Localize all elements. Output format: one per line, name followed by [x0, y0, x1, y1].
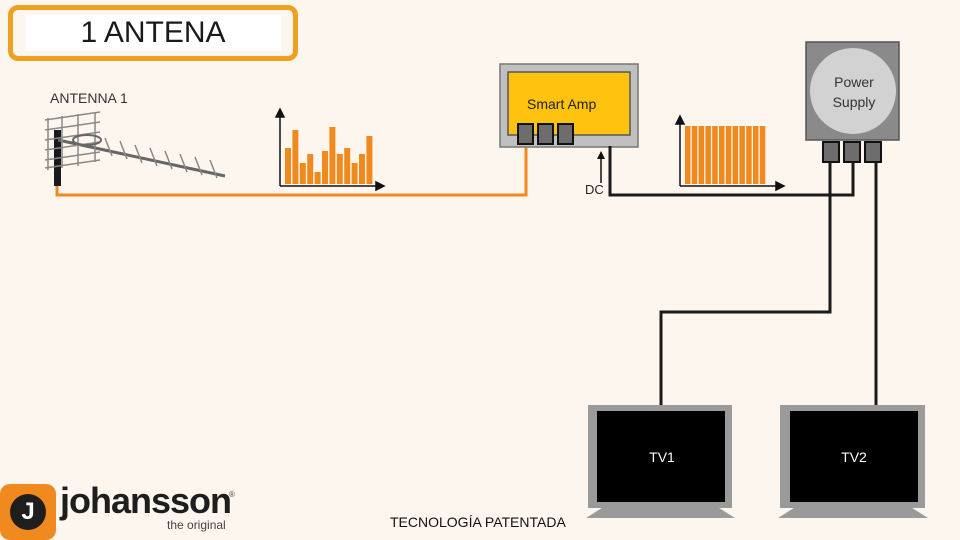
brand-registered-mark: ®	[229, 490, 235, 499]
smart-amp-label: Smart Amp	[527, 96, 597, 112]
antenna-cable	[55, 146, 528, 197]
output-spectrum-bar	[759, 126, 766, 184]
output-spectrum	[685, 126, 766, 184]
input-spectrum-bar	[351, 163, 358, 184]
amp-port-1	[517, 123, 534, 145]
psu-port-1	[822, 141, 840, 163]
dc-cable	[608, 146, 855, 197]
psu-port-2	[843, 141, 861, 163]
input-spectrum-bar	[292, 130, 299, 184]
tv2-label: TV2	[841, 449, 867, 465]
input-spectrum-bar	[285, 148, 291, 184]
smart-amp	[499, 63, 639, 148]
input-spectrum-axes	[274, 107, 386, 192]
antenna-icon	[44, 111, 226, 186]
input-spectrum-bar	[299, 163, 306, 184]
brand-tagline: the original	[167, 518, 226, 532]
input-spectrum-bar	[307, 154, 314, 184]
output-spectrum-bar	[712, 126, 718, 184]
brand-name: johansson	[60, 480, 232, 521]
patent-label: TECNOLOGÍA PATENTADA	[390, 514, 566, 530]
output-spectrum-bar	[739, 126, 745, 184]
output-spectrum-axes	[674, 114, 786, 192]
brand-logo: J	[0, 484, 56, 540]
brand-logo-letter: J	[10, 494, 46, 530]
output-spectrum-bar	[725, 126, 732, 184]
input-spectrum-bar	[314, 172, 321, 184]
output-spectrum-bar	[691, 126, 698, 184]
tv1-label: TV1	[649, 449, 675, 465]
input-spectrum-bar	[329, 127, 336, 184]
tv1-cable	[659, 162, 832, 408]
power-supply	[805, 41, 900, 163]
output-spectrum-bar	[719, 126, 725, 184]
output-spectrum-bar	[732, 126, 739, 184]
input-spectrum	[285, 127, 373, 184]
tv2	[778, 405, 928, 518]
antenna-label: ANTENNA 1	[50, 90, 128, 106]
power-supply-label: Power Supply	[814, 72, 894, 112]
output-spectrum-bar	[746, 126, 752, 184]
input-spectrum-bar	[359, 154, 365, 184]
output-spectrum-bar	[698, 126, 705, 184]
psu-port-3	[864, 141, 882, 163]
page-title: 1 ANTENA	[25, 15, 281, 51]
input-spectrum-bar	[366, 136, 373, 184]
dc-label: DC	[585, 182, 604, 197]
amp-port-2	[537, 123, 554, 145]
output-spectrum-bar	[705, 126, 711, 184]
input-spectrum-bar	[336, 154, 343, 184]
input-spectrum-bar	[344, 148, 351, 184]
amp-port-3	[557, 123, 574, 145]
power-supply-label-line2: Supply	[832, 94, 876, 110]
tv1	[586, 405, 735, 518]
input-spectrum-bar	[322, 151, 328, 184]
output-spectrum-bar	[685, 126, 691, 184]
title-frame: 1 ANTENA	[8, 5, 298, 61]
output-spectrum-bar	[753, 126, 759, 184]
power-supply-label-line1: Power	[834, 74, 874, 90]
dc-arrow-icon	[597, 151, 605, 183]
